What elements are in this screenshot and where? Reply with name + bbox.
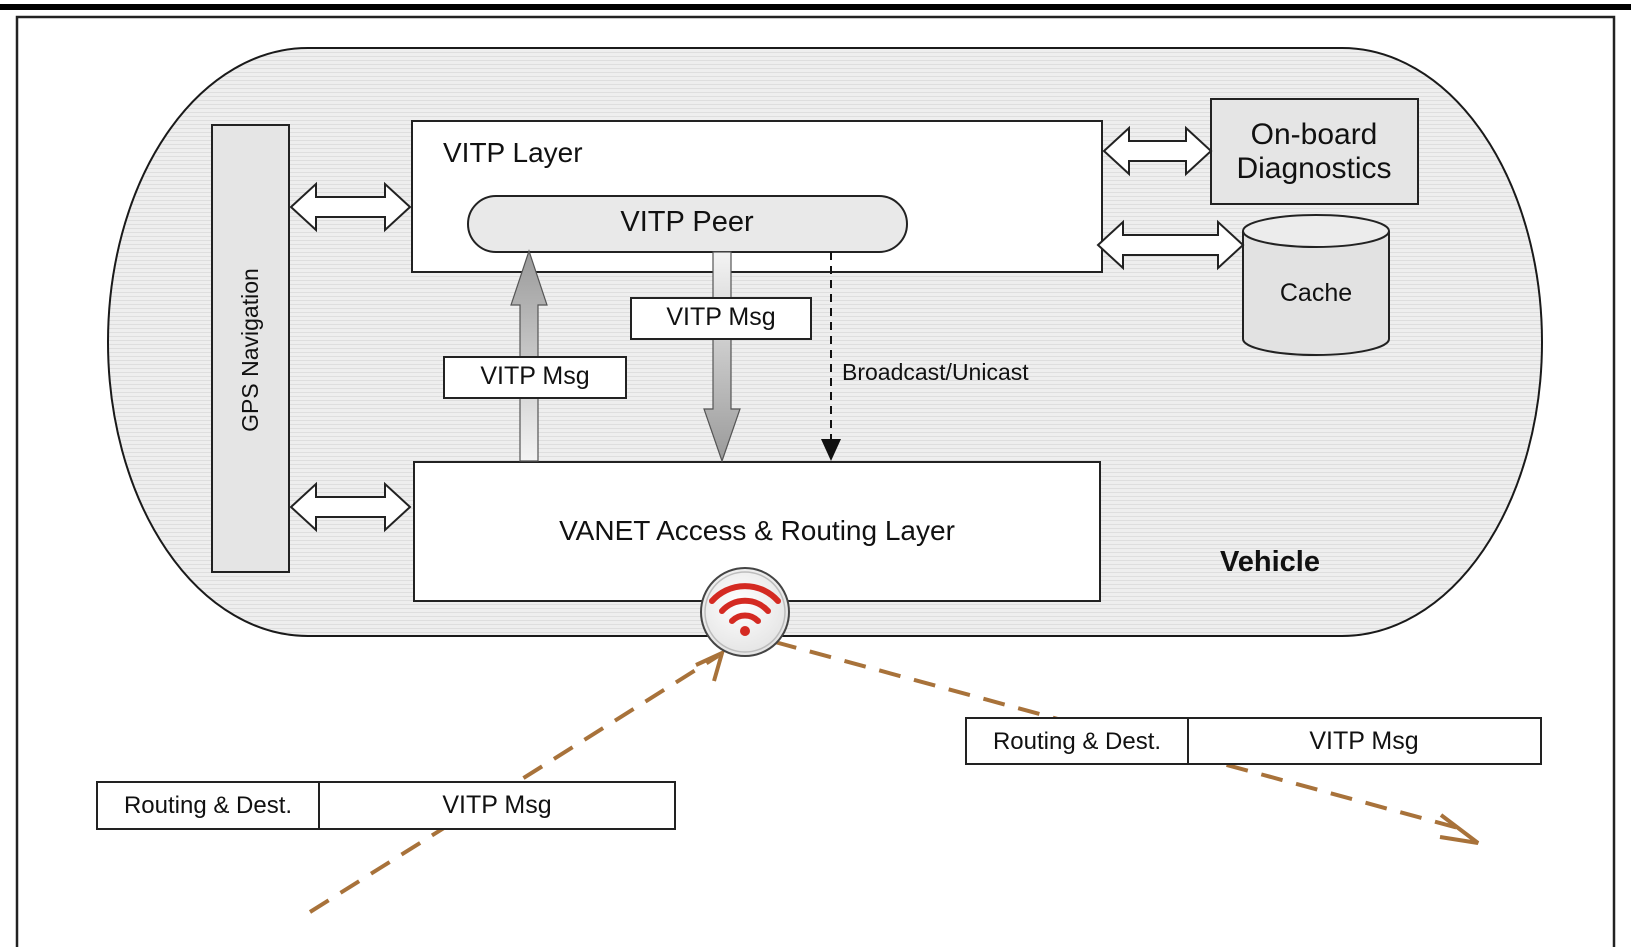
gps-navigation-box <box>211 124 290 573</box>
onboard-diagnostics-line2: Diagnostics <box>1236 152 1391 185</box>
cache-label: Cache <box>1280 279 1352 307</box>
vitp-onboard-double-arrow <box>1102 125 1213 177</box>
packet-outgoing <box>965 717 1542 765</box>
gps-vitp-double-arrow <box>289 181 412 233</box>
onboard-diagnostics-line1: On-board <box>1251 118 1378 151</box>
wifi-antenna-icon <box>700 567 790 657</box>
vehicle-label: Vehicle <box>1220 546 1320 578</box>
gps-vanet-double-arrow <box>289 481 412 533</box>
broadcast-label: Broadcast/Unicast <box>842 359 1029 385</box>
msg-down-box <box>630 297 812 340</box>
vitp-layer-label: VITP Layer <box>443 137 583 168</box>
gps-navigation-label: GPS Navigation <box>237 268 263 432</box>
top-rule <box>0 4 1631 10</box>
signal-arrowhead-out <box>1439 813 1480 845</box>
signal-path <box>308 640 1463 914</box>
figure-frame <box>15 15 1616 947</box>
packet-incoming-header: Routing & Dest. <box>124 792 292 819</box>
cache-cylinder <box>1242 214 1390 356</box>
msg-up-box <box>443 356 627 399</box>
msg-down-label: VITP Msg <box>666 303 775 331</box>
packet-incoming-body: VITP Msg <box>442 791 551 819</box>
vitp-peer-label: VITP Peer <box>620 206 754 238</box>
packet-outgoing-header: Routing & Dest. <box>993 728 1161 755</box>
msg-up-label: VITP Msg <box>480 362 589 390</box>
packet-incoming <box>96 781 676 830</box>
vanet-layer-label: VANET Access & Routing Layer <box>559 515 955 546</box>
vitp-peer <box>467 195 908 253</box>
broadcast-arrowhead <box>821 439 841 461</box>
packet-outgoing-body: VITP Msg <box>1309 727 1418 755</box>
vitp-cache-double-arrow <box>1096 219 1245 271</box>
signal-arrowhead-in <box>695 649 726 682</box>
